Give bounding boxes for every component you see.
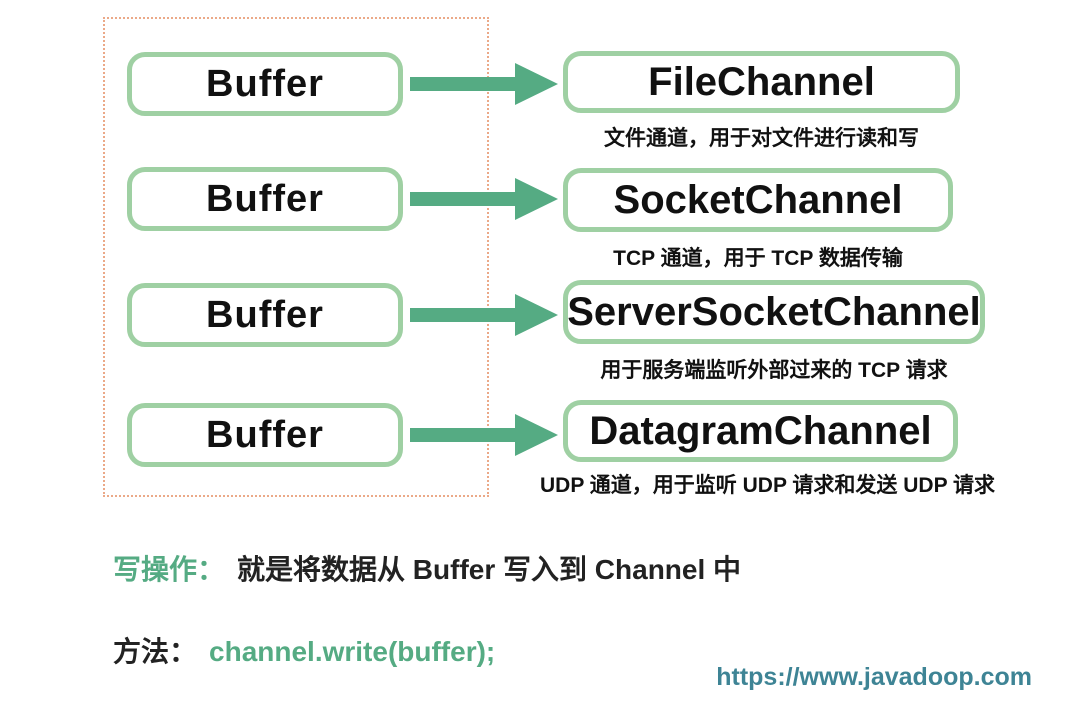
- channel-label: DatagramChannel: [589, 408, 932, 453]
- write-operation-label: 写操作：: [113, 554, 226, 585]
- buffer-group-frame: [103, 17, 489, 497]
- buffer-label: Buffer: [206, 177, 324, 220]
- buffer-box-3: Buffer: [127, 283, 403, 347]
- right-arrow-icon: [410, 63, 558, 105]
- method-note: 方法： channel.write(buffer);: [113, 630, 495, 670]
- buffer-label: Buffer: [206, 62, 324, 105]
- channel-caption: UDP 通道，用于监听 UDP 请求和发送 UDP 请求: [540, 474, 996, 497]
- right-arrow-icon: [410, 414, 558, 456]
- buffer-box-1: Buffer: [127, 52, 403, 116]
- method-code: channel.write(buffer);: [209, 636, 496, 667]
- channel-caption: 用于服务端监听外部过来的 TCP 请求: [600, 359, 948, 382]
- method-label: 方法：: [113, 636, 198, 667]
- channel-label: FileChannel: [648, 59, 875, 104]
- write-operation-note: 写操作： 就是将数据从 Buffer 写入到 Channel 中: [113, 548, 741, 588]
- right-arrow-icon: [410, 294, 558, 336]
- channel-label: ServerSocketChannel: [567, 289, 981, 334]
- channel-box-datagramchannel: DatagramChannel: [563, 400, 958, 462]
- buffer-box-2: Buffer: [127, 167, 403, 231]
- channel-caption: TCP 通道，用于 TCP 数据传输: [613, 247, 903, 270]
- right-arrow-icon: [410, 178, 558, 220]
- watermark-url: https://www.javadoop.com: [716, 663, 1032, 691]
- channel-box-serversocketchannel: ServerSocketChannel: [563, 280, 985, 344]
- buffer-label: Buffer: [206, 413, 324, 456]
- channel-label: SocketChannel: [613, 177, 903, 222]
- channel-box-filechannel: FileChannel: [563, 51, 960, 113]
- write-operation-text: 就是将数据从 Buffer 写入到 Channel 中: [237, 554, 742, 585]
- channel-caption: 文件通道，用于对文件进行读和写: [604, 127, 919, 150]
- buffer-box-4: Buffer: [127, 403, 403, 467]
- channel-box-socketchannel: SocketChannel: [563, 168, 953, 232]
- buffer-label: Buffer: [206, 293, 324, 336]
